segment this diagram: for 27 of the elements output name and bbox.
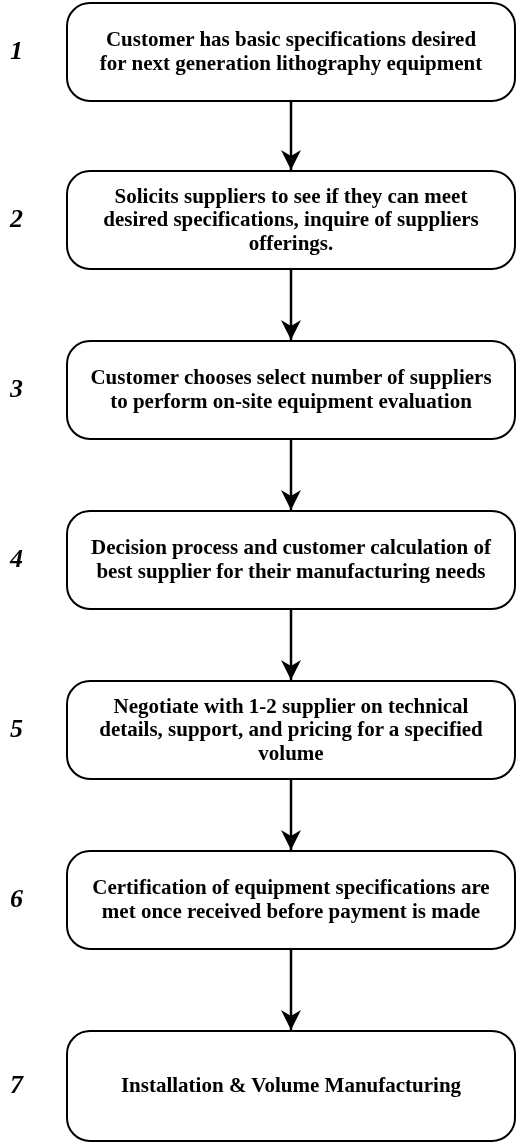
arrow	[281, 950, 301, 1030]
process-box	[66, 1030, 516, 1142]
process-box	[66, 170, 516, 270]
step-text: Decision process and customer calculation of best supplier for their manufacturing needs	[90, 536, 492, 584]
arrow	[281, 102, 301, 170]
process-box	[66, 510, 516, 610]
step-text: Solicits suppliers to see if they can meet desired specifications, inquire of suppliers offerings.	[102, 184, 480, 256]
arrow	[281, 270, 301, 340]
process-box	[66, 2, 516, 102]
step-text: Certification of equipment specifications are met once received before payment is made	[91, 876, 491, 924]
step-number: 2	[10, 204, 23, 234]
arrow	[281, 780, 301, 850]
process-box	[66, 850, 516, 950]
process-box	[66, 340, 516, 440]
process-box	[66, 680, 516, 780]
arrow	[281, 610, 301, 680]
step-number: 1	[10, 36, 23, 66]
arrow	[281, 440, 301, 510]
step-text: Negotiate with 1-2 supplier on technical details, support, and pricing for a specified volume	[98, 694, 484, 766]
step-number: 7	[10, 1070, 23, 1100]
step-number: 4	[10, 544, 23, 574]
step-number: 3	[10, 374, 23, 404]
step-text: Customer chooses select number of suppliers to perform on-site equipment evaluation	[90, 366, 492, 414]
step-text: Installation & Volume Manufacturing	[120, 1074, 462, 1098]
step-text: Customer has basic specifications desired for next generation lithography equipment	[98, 28, 484, 76]
step-number: 5	[10, 714, 23, 744]
step-number: 6	[10, 884, 23, 914]
